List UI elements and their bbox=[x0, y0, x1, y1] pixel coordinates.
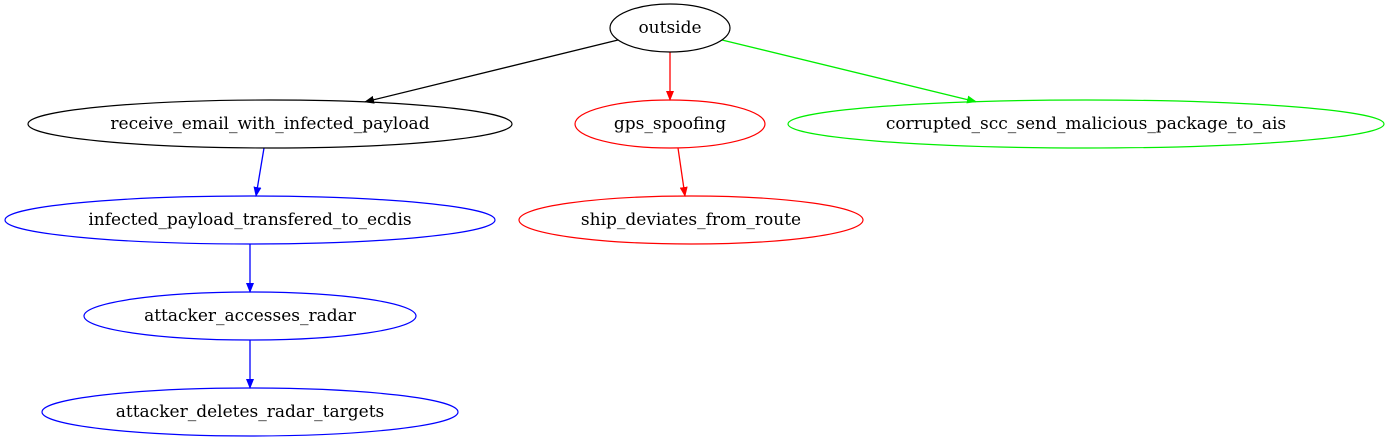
node-label: infected_payload_transfered_to_ecdis bbox=[88, 210, 411, 230]
nodes-layer: outside receive_email_with_infected_payl… bbox=[4, 3, 1385, 437]
node-corrupted-scc-send-malicious-package-to-ais: corrupted_scc_send_malicious_package_to_… bbox=[787, 99, 1385, 149]
node-gps-spoofing: gps_spoofing bbox=[574, 99, 766, 149]
edges-layer bbox=[246, 39, 977, 389]
edge-outside-to-corrupted-scc bbox=[721, 39, 977, 104]
node-label: ship_deviates_from_route bbox=[581, 210, 801, 230]
node-ship-deviates-from-route: ship_deviates_from_route bbox=[518, 195, 864, 245]
node-outside: outside bbox=[609, 3, 731, 53]
edge-outside-to-receive-email bbox=[364, 39, 619, 104]
node-attacker-accesses-radar: attacker_accesses_radar bbox=[83, 291, 417, 341]
node-label: attacker_accesses_radar bbox=[144, 306, 357, 326]
node-label: corrupted_scc_send_malicious_package_to_… bbox=[886, 114, 1286, 134]
edge-receive-email-to-infected-payload bbox=[253, 147, 265, 197]
node-label: outside bbox=[638, 18, 701, 38]
edge-gps-spoofing-to-ship-deviates bbox=[677, 147, 688, 198]
node-label: gps_spoofing bbox=[614, 114, 726, 134]
node-label: attacker_deletes_radar_targets bbox=[116, 402, 385, 422]
node-label: receive_email_with_infected_payload bbox=[110, 114, 429, 134]
node-attacker-deletes-radar-targets: attacker_deletes_radar_targets bbox=[41, 387, 459, 437]
node-receive-email-with-infected-payload: receive_email_with_infected_payload bbox=[27, 99, 513, 149]
node-infected-payload-transfered-to-ecdis: infected_payload_transfered_to_ecdis bbox=[4, 195, 496, 245]
